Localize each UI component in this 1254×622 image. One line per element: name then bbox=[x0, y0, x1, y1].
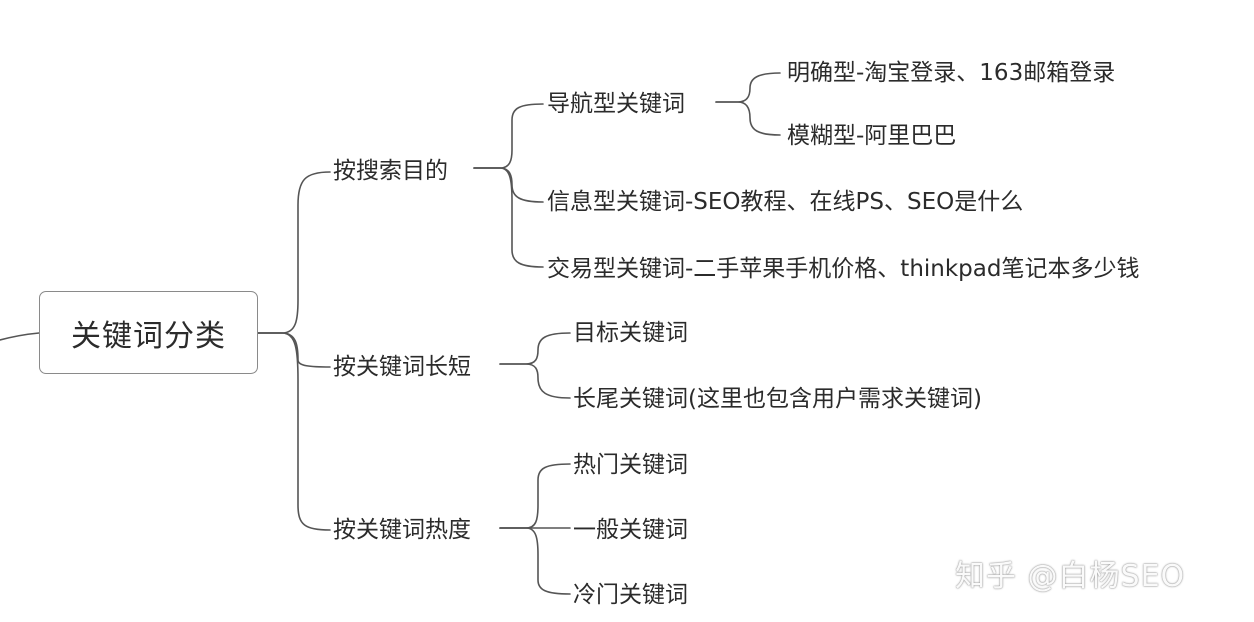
zhihu-watermark: 知乎 @白杨SEO bbox=[955, 559, 1186, 594]
root-label: 关键词分类 bbox=[71, 318, 226, 354]
node-hot-keyword: 热门关键词 bbox=[573, 452, 688, 478]
node-longtail-keyword: 长尾关键词(这里也包含用户需求关键词) bbox=[573, 386, 982, 412]
link-nav-clear bbox=[715, 72, 781, 103]
root-incoming-line bbox=[0, 332, 40, 341]
link-b3-hot bbox=[499, 463, 571, 529]
link-b1-trade bbox=[473, 167, 544, 268]
branch-search-intent: 按搜索目的 bbox=[333, 158, 448, 184]
node-navigational-clear: 明确型-淘宝登录、163邮箱登录 bbox=[787, 60, 1116, 86]
link-nav-fuzzy bbox=[715, 101, 781, 136]
root-node: 关键词分类 bbox=[39, 291, 258, 374]
link-b2-long bbox=[499, 363, 571, 399]
link-b3-cold bbox=[499, 527, 571, 595]
node-navigational-fuzzy: 模糊型-阿里巴巴 bbox=[787, 123, 957, 149]
node-target-keyword: 目标关键词 bbox=[573, 320, 688, 346]
node-normal-keyword: 一般关键词 bbox=[573, 517, 688, 543]
node-cold-keyword: 冷门关键词 bbox=[573, 582, 688, 608]
node-informational-keyword: 信息型关键词-SEO教程、在线PS、SEO是什么 bbox=[547, 189, 1024, 215]
link-root-branch1 bbox=[257, 171, 331, 334]
node-transactional-keyword: 交易型关键词-二手苹果手机价格、thinkpad笔记本多少钱 bbox=[547, 256, 1140, 282]
link-root-branch3 bbox=[257, 332, 331, 531]
link-b2-target bbox=[499, 332, 571, 365]
branch-keyword-length: 按关键词长短 bbox=[333, 354, 471, 380]
node-navigational-keyword: 导航型关键词 bbox=[547, 91, 685, 117]
branch-keyword-popularity: 按关键词热度 bbox=[333, 517, 471, 543]
link-b1-nav bbox=[473, 103, 544, 169]
link-root-branch2 bbox=[257, 332, 331, 368]
